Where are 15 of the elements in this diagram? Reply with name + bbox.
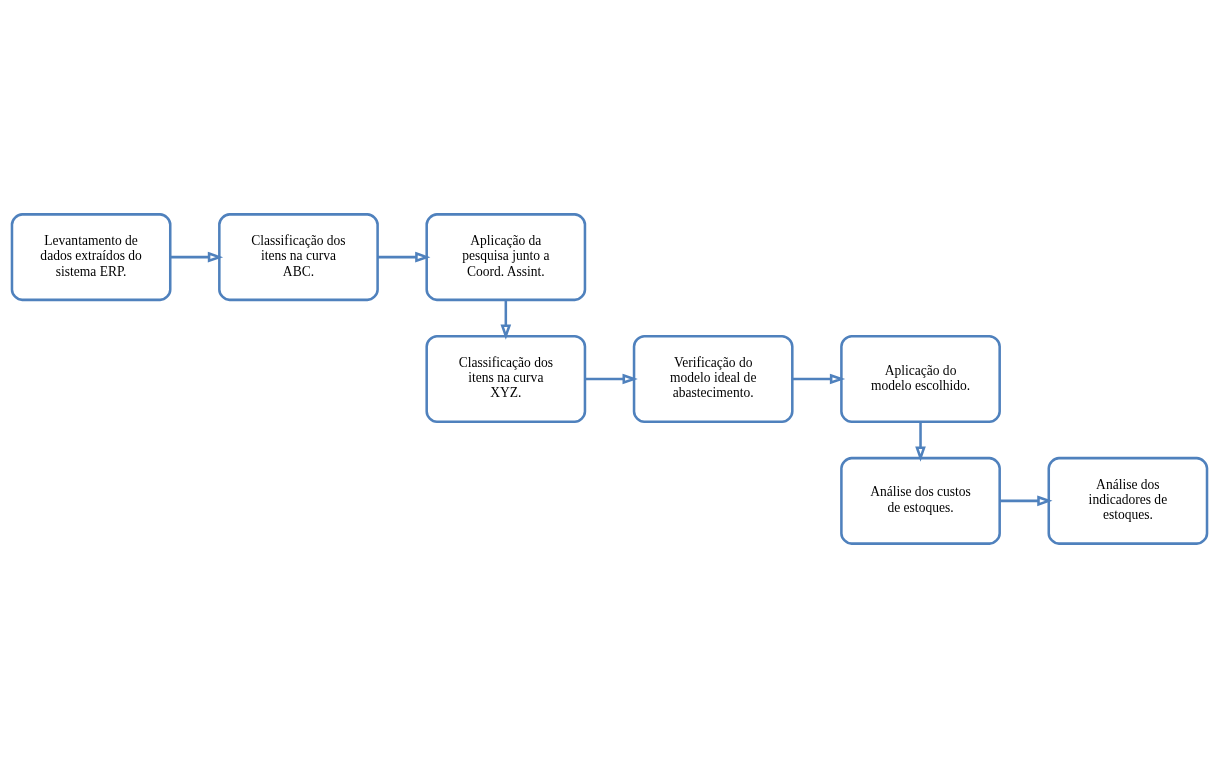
- arrow: [999, 495, 1053, 507]
- arrow: [500, 300, 512, 340]
- node-box: Levantamento de dados extraídos do sistema ERP.: [10, 213, 172, 302]
- node-box: Aplicação do modelo escolhido.: [840, 335, 1001, 423]
- node-box: Classificação dos itens na curva XYZ.: [425, 335, 587, 423]
- node-box: Análise dos custos de estoques.: [840, 456, 1001, 545]
- arrow: [915, 421, 926, 462]
- arrow: [170, 251, 224, 263]
- node-box: Aplicação da pesquisa junto a Coord. Assint.: [425, 213, 587, 302]
- arrow: [585, 373, 638, 385]
- arrow: [377, 251, 431, 263]
- arrow: [792, 373, 846, 385]
- node-box: Classificação dos itens na curva ABC.: [218, 213, 379, 302]
- node-box: Verificação do modelo ideal de abastecimento.: [632, 335, 794, 423]
- node-box: Análise dos indicadores de estoques.: [1047, 456, 1209, 545]
